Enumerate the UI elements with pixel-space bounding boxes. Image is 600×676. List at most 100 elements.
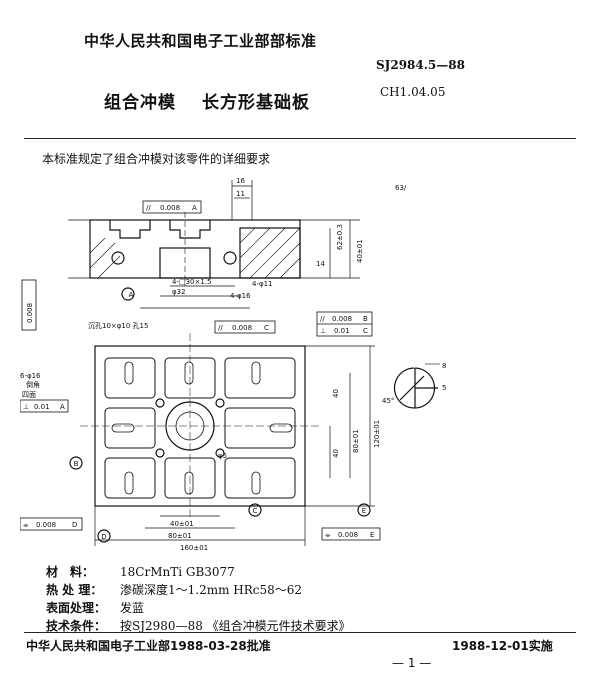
- label-b: B: [74, 460, 79, 468]
- tol-frame-flat-d: [20, 517, 83, 531]
- section-circle-d: [97, 529, 111, 543]
- spec-label: 材 料：: [46, 565, 95, 579]
- hole-right: [223, 251, 237, 265]
- tol-c-symbol: ⊥: [320, 327, 326, 335]
- note-center: 四面: [22, 391, 36, 399]
- dim-11: 11: [236, 190, 245, 198]
- label-a: A: [129, 291, 134, 299]
- intro-text: 本标准规定了组合冲模对该零件的详细要求: [42, 152, 271, 166]
- dim-chamfer: 45°: [382, 397, 394, 405]
- spec-value: 渗碳深度1～1.2mm HRc58～62: [120, 583, 303, 597]
- standard-number: SJ2984.5—88: [376, 58, 465, 72]
- hatched-section: [239, 227, 301, 279]
- pocket: [224, 407, 296, 449]
- dim-hole-11: 4-φ11: [252, 280, 273, 288]
- tol-plan-datum: C: [264, 324, 269, 332]
- roughness-mark: 63/: [395, 184, 407, 192]
- tol-b-datum: B: [363, 315, 368, 323]
- tol-frame-flat-e: [321, 527, 381, 541]
- hole-left: [111, 251, 125, 265]
- pocket: [224, 357, 296, 399]
- dim-16: 16: [236, 177, 245, 185]
- issuing-organization: 中华人民共和国电子工业部部标准: [84, 32, 317, 50]
- tol-frame-perp: [20, 399, 69, 413]
- pocket: [104, 407, 156, 449]
- note-corner-holes: 6-φ16: [20, 372, 41, 380]
- note-center-hole: φ5: [218, 452, 227, 460]
- dim-pitch-y: 80±01: [352, 429, 360, 453]
- section-circle-a: [121, 287, 135, 301]
- spec-label: 热 处 理：: [46, 583, 103, 597]
- spec-label: 技术条件：: [46, 619, 107, 633]
- tol-frame-parallel-top: [142, 200, 202, 214]
- header-rule: [24, 138, 576, 139]
- tol-frame-parallel-side: [21, 279, 37, 331]
- tol-e-value: 0.008: [338, 531, 358, 539]
- dim-height-total: 40±01: [356, 239, 364, 263]
- front-view-outline: [89, 219, 301, 279]
- dim-hole-32: φ32: [172, 288, 186, 296]
- tol-d-datum: D: [72, 521, 77, 529]
- dim-pitch-y-inner: 40: [332, 389, 340, 398]
- pocket: [104, 457, 156, 499]
- tol-plan-value: 0.008: [232, 324, 252, 332]
- spec-value: 18CrMnTi GB3077: [120, 565, 235, 579]
- tol-side-value: 0.008: [26, 303, 34, 323]
- tol-c-value: 0.01: [334, 327, 350, 335]
- spec-heat-treatment: 热 处 理： 渗碳深度1～1.2mm HRc58～62: [46, 581, 302, 598]
- dim-slot: 4-□30×1.5: [172, 278, 212, 286]
- engineering-drawing: A B C D E 16 11 62±0.3 40±01 14 4-□30×1.…: [20, 177, 446, 552]
- spec-label: 表面处理：: [46, 601, 107, 615]
- title-part1: 组合冲模: [104, 93, 176, 113]
- spec-surface-treatment: 表面处理： 发蓝: [46, 599, 144, 616]
- spec-value: 发蓝: [120, 601, 145, 615]
- tol-frame-parallel-plan: [214, 320, 276, 334]
- tol-b-value: 0.008: [332, 315, 352, 323]
- front-section-view: [89, 212, 301, 286]
- dim-pitch-x: 80±01: [168, 532, 192, 540]
- page-number: — 1 —: [392, 656, 432, 670]
- dim-height-mid: 62±0.3: [336, 224, 344, 250]
- pocket: [104, 357, 156, 399]
- approval-date: 中华人民共和国电子工业部1988-03-28批准: [26, 639, 271, 653]
- tol-d-symbol: ⌯: [23, 521, 29, 529]
- section-circle-b: [69, 456, 83, 470]
- note-corner: 倒角: [26, 380, 40, 389]
- tol-b-symbol: //: [320, 315, 325, 323]
- tol-d-value: 0.008: [36, 521, 56, 529]
- document-title: 组合冲模 长方形基础板: [104, 88, 310, 113]
- title-part2: 长方形基础板: [202, 93, 310, 113]
- tol-perp-symbol: ⊥: [23, 403, 29, 411]
- dim-pitch-y-small: 40: [332, 449, 340, 458]
- tol-e-datum: E: [370, 531, 374, 539]
- pocket: [224, 457, 296, 499]
- tol-top-value: 0.008: [160, 204, 180, 212]
- tol-top-datum: A: [192, 204, 197, 212]
- dim-pitch-x-inner: 40±01: [170, 520, 194, 528]
- dim-overall-length: 160±01: [180, 544, 208, 552]
- label-c: C: [253, 507, 258, 515]
- tol-perp-datum: A: [60, 403, 65, 411]
- detail-view-chamfer: [393, 363, 440, 409]
- tol-e-symbol: ⌯: [325, 531, 331, 539]
- dim-8: 8: [442, 362, 446, 370]
- note-holes: 沉孔10×φ10 孔15: [88, 322, 148, 330]
- dim-overall-width: 120±01: [373, 420, 381, 448]
- dim-14: 14: [316, 260, 325, 268]
- spec-material: 材 料： 18CrMnTi GB3077: [46, 563, 235, 580]
- tol-perp-value: 0.01: [34, 403, 50, 411]
- tol-plan-symbol: //: [218, 324, 223, 332]
- dim-5: 5: [442, 384, 446, 392]
- dim-hole-16: 4-φ16: [230, 292, 251, 300]
- spec-value: 按SJ2980—88 《组合冲模元件技术要求》: [120, 619, 351, 633]
- section-circle-c: [248, 503, 262, 517]
- part-code: CH1.04.05: [380, 85, 446, 99]
- spec-technical-conditions: 技术条件： 按SJ2980—88 《组合冲模元件技术要求》: [46, 617, 351, 634]
- tol-c-datum: C: [363, 327, 368, 335]
- t-slot-right: [169, 220, 211, 239]
- label-e: E: [362, 507, 366, 515]
- implementation-date: 1988-12-01实施: [452, 639, 553, 653]
- tol-top-symbol: //: [146, 204, 151, 212]
- t-slot-left: [109, 220, 151, 239]
- label-d: D: [101, 533, 106, 541]
